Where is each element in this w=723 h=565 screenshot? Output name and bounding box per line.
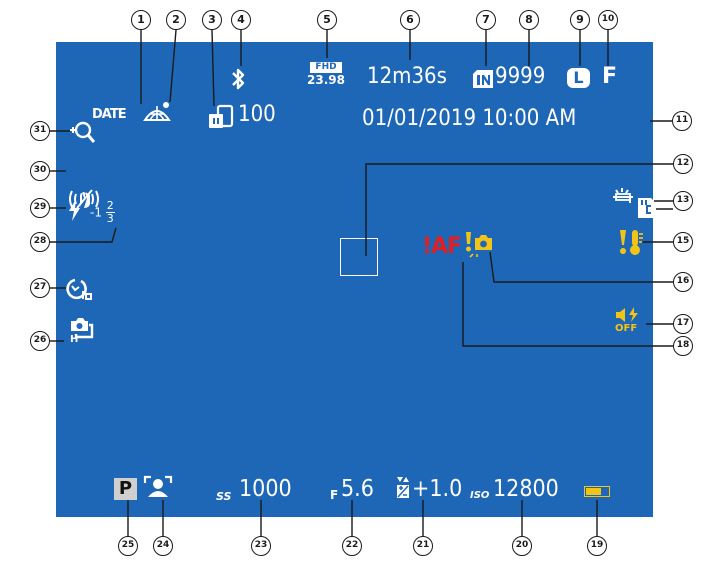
- callout-9: 9: [570, 10, 590, 30]
- callout-10: 10: [598, 10, 618, 30]
- callout-15: 15: [673, 232, 693, 252]
- flash-comp-denominator: 3: [106, 212, 114, 225]
- location-info-icon: [143, 102, 171, 121]
- callout-24: 24: [153, 536, 173, 556]
- flash-compensation: -1 2 3: [90, 200, 115, 225]
- callout-31: 31: [30, 121, 50, 141]
- movie-quality-label: FHD: [310, 62, 342, 73]
- image-size-badge: L: [567, 68, 590, 88]
- iso-value: 12800: [493, 476, 559, 502]
- callout-21: 21: [413, 536, 433, 556]
- callout-28: 28: [30, 232, 50, 252]
- callout-30: 30: [30, 161, 50, 181]
- callout-5: 5: [317, 10, 337, 30]
- callout-12: 12: [673, 154, 693, 174]
- callout-13: 13: [673, 191, 693, 211]
- smartphone-transfer-icon: [209, 104, 234, 128]
- callout-7: 7: [476, 10, 496, 30]
- bluetooth-icon: [232, 68, 245, 90]
- aperture-value: 5.6: [341, 476, 374, 502]
- callout-1: 1: [131, 10, 151, 30]
- callout-4: 4: [231, 10, 251, 30]
- callout-11: 11: [672, 111, 692, 131]
- callout-26: 26: [30, 331, 50, 351]
- blur-warning-icon: [466, 232, 492, 258]
- touch-zoom-icon: [70, 121, 96, 143]
- battery-icon: [584, 486, 610, 497]
- callout-18: 18: [673, 336, 693, 356]
- transfer-frame-count: 100: [238, 102, 276, 127]
- internal-memory-icon: [473, 70, 493, 88]
- iso-label: ISO: [470, 490, 490, 501]
- camera-lcd-screen: DATE 100 FHD 23.98 12m36s 9999 L F 01/01…: [56, 42, 655, 517]
- movie-quality-badge: FHD 23.98: [306, 62, 346, 87]
- callout-27: 27: [30, 278, 50, 298]
- callout-16: 16: [673, 272, 693, 292]
- callout-8: 8: [519, 10, 539, 30]
- shutter-speed-value: 1000: [239, 476, 292, 502]
- flash-off-label: OFF: [615, 323, 638, 334]
- date-time: 01/01/2019 10:00 AM: [362, 106, 577, 131]
- callout-6: 6: [400, 10, 420, 30]
- shutter-speed-label: SS: [216, 490, 232, 503]
- flash-comp-whole: -1: [90, 205, 102, 220]
- callout-23: 23: [251, 536, 271, 556]
- sd-card-icon: [638, 198, 655, 218]
- exposure-compensation-value: +1.0: [412, 476, 463, 502]
- focus-check-icon: [613, 188, 633, 203]
- callout-17: 17: [673, 314, 693, 334]
- af-warning: !AF: [422, 234, 462, 259]
- callout-20: 20: [512, 536, 532, 556]
- shooting-mode-label: P: [118, 478, 133, 499]
- callout-3: 3: [202, 10, 222, 30]
- recording-time: 12m36s: [367, 64, 447, 89]
- image-size-label: L: [573, 68, 584, 87]
- battery-fill: [586, 488, 601, 495]
- callout-29: 29: [30, 198, 50, 218]
- self-timer-icon: [66, 278, 92, 300]
- shots-remaining: 9999: [495, 64, 546, 89]
- drive-mode-letter: H: [70, 334, 79, 345]
- flash-icon: [69, 199, 80, 221]
- continuous-shooting-icon: [71, 318, 94, 339]
- callout-22: 22: [342, 536, 362, 556]
- focus-frame: [340, 238, 378, 276]
- date-stamp-icon: DATE: [92, 107, 127, 122]
- callout-2: 2: [166, 10, 186, 30]
- face-detection-icon: [143, 475, 173, 497]
- movie-fps-label: 23.98: [307, 73, 345, 87]
- image-stabilization-icon: [69, 189, 99, 209]
- flash-off-icon: [616, 307, 638, 322]
- image-quality-label: F: [602, 64, 618, 89]
- flash-comp-numerator: 2: [105, 199, 115, 213]
- callout-25: 25: [118, 536, 138, 556]
- exposure-compensation-icon: [397, 477, 409, 498]
- aperture-label: F: [330, 488, 339, 502]
- shooting-mode-badge: P: [114, 478, 137, 500]
- callout-19: 19: [587, 536, 607, 556]
